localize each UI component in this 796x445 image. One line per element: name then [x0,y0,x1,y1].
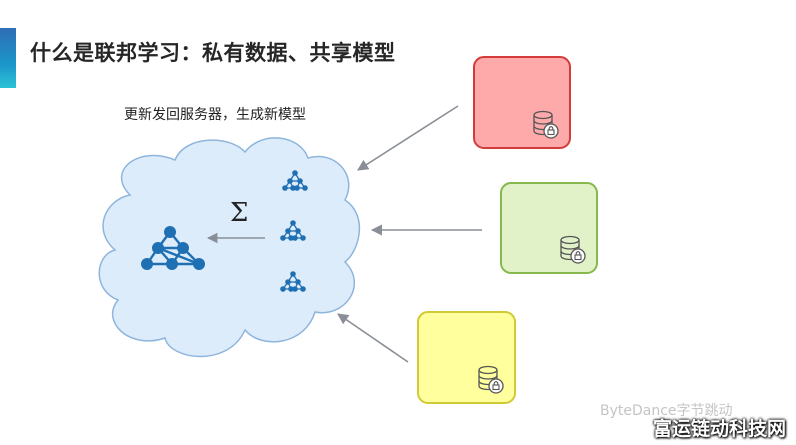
bytedance-watermark: ByteDance字节跳动 [600,403,733,419]
client-yellow [417,311,516,404]
accent-bar [0,28,16,88]
page-title: 什么是联邦学习：私有数据、共享模型 [30,41,396,65]
neural-network-icon [141,226,205,270]
locked-database-icon [478,365,504,394]
locked-database-icon [560,235,586,264]
locked-database-icon [533,110,559,139]
aggregation-symbol: Σ [230,198,249,228]
client-red [473,56,571,149]
diagram-caption: 更新发回服务器，生成新模型 [124,107,306,123]
arrow-from-red-client [357,105,459,171]
server-cloud [98,137,361,358]
arrow-from-yellow-client [337,313,409,363]
site-watermark: 富运链动科技网 [652,418,786,440]
client-green [500,182,598,274]
